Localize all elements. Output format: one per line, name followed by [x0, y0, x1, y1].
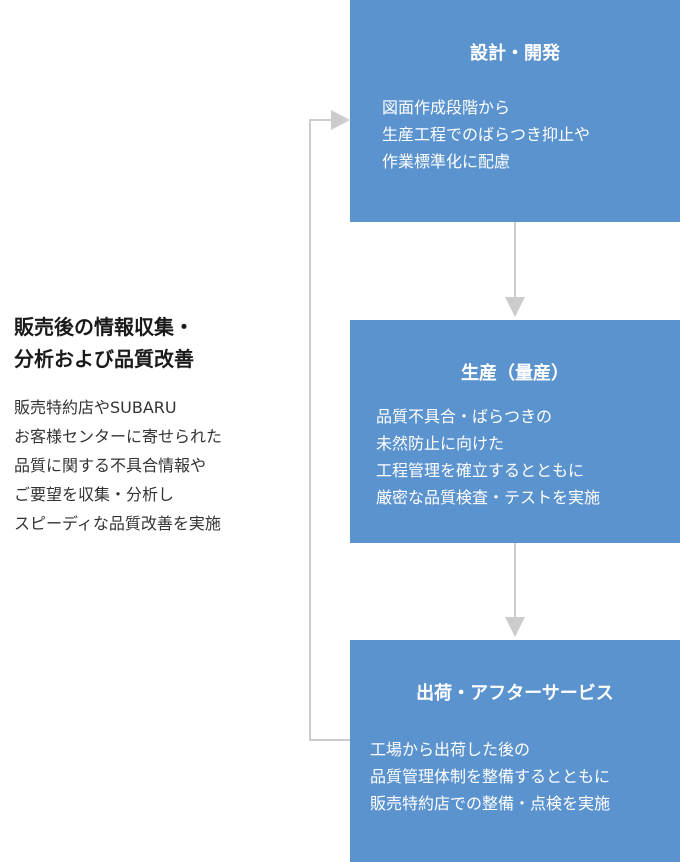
- description-line: 工程管理を確立するとともに: [376, 461, 585, 480]
- feedback-title: 販売後の情報収集・ 分析および品質改善: [14, 311, 194, 375]
- step-production: 生産（量産） 品質不具合・ばらつきの 未然防止に向けた 工程管理を確立するととも…: [350, 320, 680, 543]
- feedback-line: ご要望を収集・分析し: [14, 485, 175, 504]
- description-line: 図面作成段階から: [382, 98, 511, 117]
- description-line: 品質管理体制を整備するとともに: [370, 767, 611, 786]
- step-production-title: 生産（量産）: [461, 363, 569, 384]
- feedback-line: お客様センターに寄せられた: [14, 427, 223, 446]
- feedback-title-line: 分析および品質改善: [14, 347, 194, 371]
- description-line: 作業標準化に配慮: [382, 152, 511, 171]
- feedback-title-line: 販売後の情報収集・: [14, 315, 194, 339]
- step-shipping-after-service: 出荷・アフターサービス 工場から出荷した後の 品質管理体制を整備するとともに 販…: [350, 640, 680, 862]
- feedback-description: 販売特約店やSUBARU お客様センターに寄せられた 品質に関する不具合情報や …: [14, 393, 222, 538]
- description-line: 工場から出荷した後の: [370, 740, 531, 759]
- description-line: 厳密な品質検査・テストを実施: [376, 488, 601, 507]
- feedback-line: スピーディな品質改善を実施: [14, 514, 221, 533]
- description-line: 品質不具合・ばらつきの: [376, 407, 553, 426]
- description-line: 生産工程でのばらつき抑止や: [382, 125, 591, 144]
- step-production-description: 品質不具合・ばらつきの 未然防止に向けた 工程管理を確立するとともに 厳密な品質…: [376, 403, 680, 511]
- arrow-design-to-production: [505, 222, 525, 317]
- step-shipping-after-service-title: 出荷・アフターサービス: [416, 683, 614, 704]
- feedback-line: 販売特約店やSUBARU: [14, 398, 177, 417]
- arrow-production-to-shipping: [505, 543, 525, 637]
- feedback-loop-arrow: [309, 110, 350, 741]
- description-line: 販売特約店での整備・点検を実施: [370, 794, 611, 813]
- feedback-line: 品質に関する不具合情報や: [14, 456, 207, 475]
- step-shipping-after-service-description: 工場から出荷した後の 品質管理体制を整備するとともに 販売特約店での整備・点検を…: [370, 736, 680, 817]
- description-line: 未然防止に向けた: [376, 434, 505, 453]
- step-design-development: 設計・開発 図面作成段階から 生産工程でのばらつき抑止や 作業標準化に配慮: [350, 0, 680, 222]
- step-design-development-description: 図面作成段階から 生産工程でのばらつき抑止や 作業標準化に配慮: [382, 94, 680, 175]
- step-design-development-title: 設計・開発: [470, 43, 560, 64]
